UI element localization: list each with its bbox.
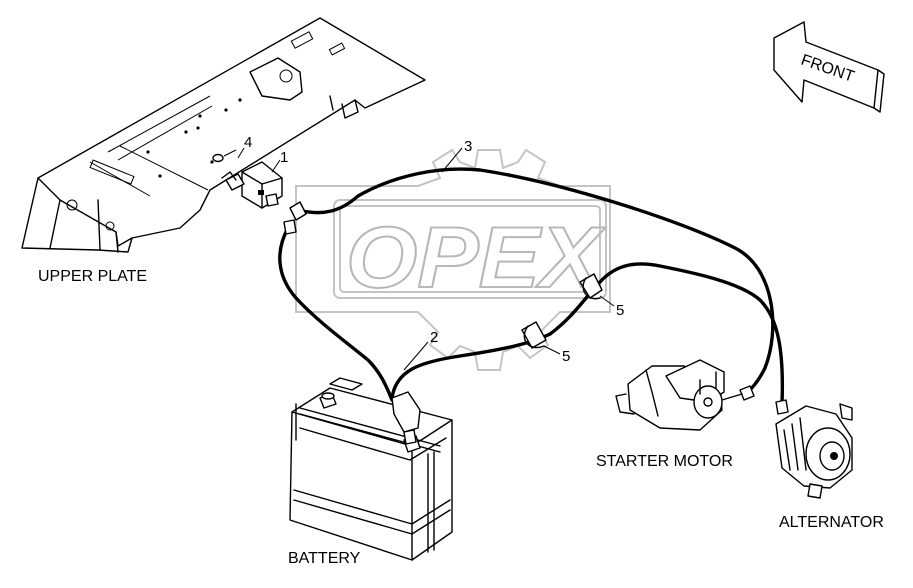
callout-5: 5 bbox=[562, 348, 570, 365]
starter-cable bbox=[289, 167, 775, 401]
alternator-label: ALTERNATOR bbox=[779, 514, 884, 531]
leader-lines bbox=[237, 147, 615, 371]
starter-motor bbox=[615, 359, 743, 431]
callout-1: 1 bbox=[280, 149, 288, 166]
cable-clamp bbox=[579, 273, 603, 300]
callout-4: 4 bbox=[244, 134, 252, 151]
opex-watermark: OPEX bbox=[295, 148, 611, 371]
washer bbox=[212, 149, 237, 163]
battery-label: BATTERY bbox=[288, 550, 361, 567]
alternator bbox=[775, 403, 853, 499]
upper-plate-label: UPPER PLATE bbox=[38, 268, 147, 285]
upper-plate-bracket bbox=[21, 17, 426, 253]
callout-3: 3 bbox=[464, 138, 472, 155]
callout-2: 2 bbox=[430, 329, 438, 346]
starter-motor-label: STARTER MOTOR bbox=[596, 453, 733, 470]
front-direction-arrow: FRONT bbox=[773, 21, 885, 113]
callout-5: 5 bbox=[616, 302, 624, 319]
battery bbox=[289, 377, 453, 561]
cable-clamp bbox=[521, 321, 547, 349]
key-switch bbox=[221, 161, 283, 209]
watermark-text: OPEX bbox=[346, 210, 606, 306]
